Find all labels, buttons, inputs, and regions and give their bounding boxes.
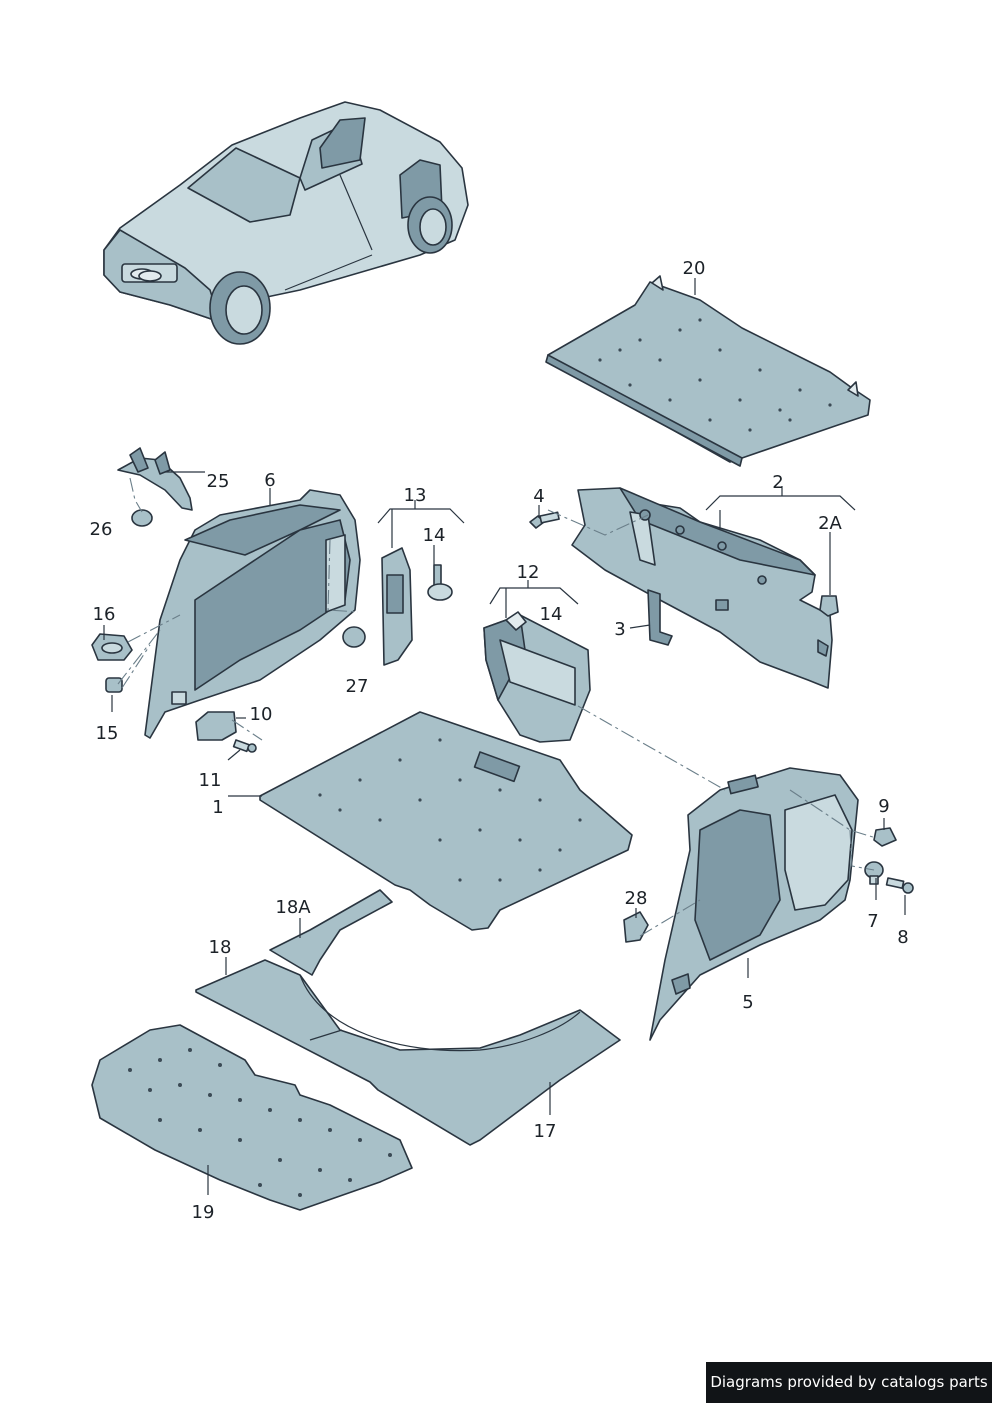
part-3-bracket: [647, 589, 673, 646]
callout-28: 28: [625, 888, 648, 909]
part-19-perforated-mat: [91, 1024, 413, 1211]
part-10-cover: [195, 711, 237, 741]
part-13-grille: [381, 547, 413, 666]
part-2a-clip: [819, 595, 839, 617]
part-2-trim-panel: [571, 487, 833, 689]
part-18a-strip: [269, 889, 393, 976]
callout-7: 7: [867, 911, 878, 932]
part-11-screw: [232, 739, 257, 753]
part-8-screw: [885, 877, 914, 894]
callout-14-lower: 14: [540, 604, 563, 625]
callout-3: 3: [614, 619, 625, 640]
callout-15: 15: [96, 723, 119, 744]
assembly-lines: [117, 477, 877, 937]
mat-texture: [318, 738, 582, 882]
part-27-plug: [342, 626, 366, 648]
shelf-texture: [598, 318, 832, 432]
callout-1: 1: [212, 797, 223, 818]
callout-17: 17: [534, 1121, 557, 1142]
part-17-18-floor-sheets: [195, 959, 621, 1146]
part-12-storage-box: [483, 611, 591, 743]
callout-2: 2: [772, 472, 783, 493]
credit-banner: Diagrams provided by catalogs parts: [706, 1362, 992, 1403]
callout-labels: 1 2 2A 3 4 5 6 7 8 9 10 11 12 13 14 14 1…: [90, 258, 909, 1223]
callout-26: 26: [90, 519, 113, 540]
callout-25: 25: [207, 471, 230, 492]
part-9-clip: [873, 827, 897, 847]
callout-10: 10: [250, 704, 273, 725]
part-25-bracket: [117, 447, 193, 511]
callout-5: 5: [742, 992, 753, 1013]
part-15-socket: [105, 677, 123, 693]
perforation-texture: [128, 1048, 392, 1197]
leader-lines: [103, 278, 906, 1195]
callout-13: 13: [404, 485, 427, 506]
part-20-parcel-shelf: [545, 275, 871, 467]
part-7-nut: [864, 861, 884, 885]
callout-12: 12: [517, 562, 540, 583]
part-4-screw: [529, 511, 560, 529]
callout-27: 27: [346, 676, 369, 697]
callout-8: 8: [897, 927, 908, 948]
callout-20: 20: [683, 258, 706, 279]
part-14-bolt: [427, 564, 453, 601]
callout-6: 6: [264, 470, 275, 491]
part-26-nut: [131, 509, 153, 527]
callout-9: 9: [878, 796, 889, 817]
callout-2a: 2A: [818, 513, 842, 534]
callout-11: 11: [199, 770, 222, 791]
part-1-floor-mat: [259, 711, 633, 931]
part-6-left-quarter-trim: [144, 489, 361, 739]
callout-18a: 18A: [275, 897, 311, 918]
callout-14-upper: 14: [423, 525, 446, 546]
callout-16: 16: [93, 604, 116, 625]
callout-4: 4: [533, 486, 544, 507]
callout-19: 19: [192, 1202, 215, 1223]
part-16-lamp: [91, 633, 133, 661]
callout-18: 18: [209, 937, 232, 958]
car-illustration: [103, 101, 469, 345]
part-5-right-quarter-trim: [649, 767, 859, 1041]
